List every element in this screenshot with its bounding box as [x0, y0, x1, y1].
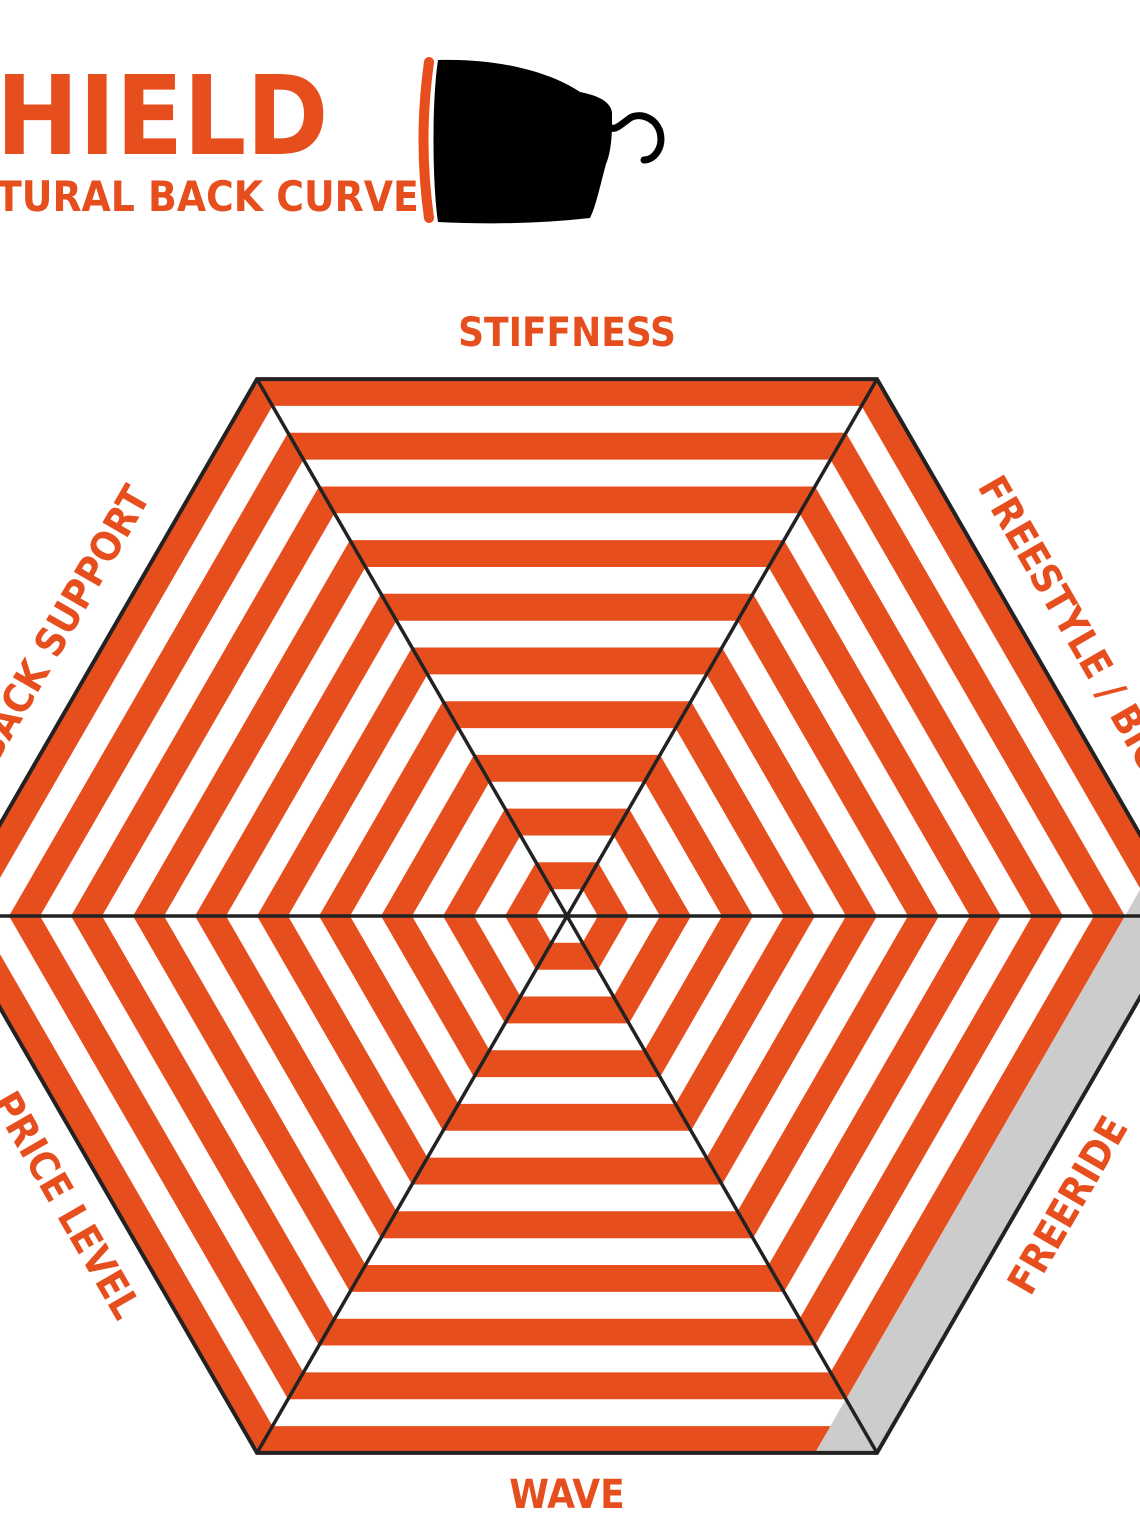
radar-axis-label: WAVE — [509, 1472, 625, 1518]
radar-spoke — [255, 915, 569, 1454]
radar-axis-label: STIFFNESS — [458, 310, 676, 356]
product-subtitle: TURAL BACK CURVE — [0, 172, 419, 221]
radar-spoke — [565, 915, 879, 1454]
radar-spoke — [255, 378, 569, 917]
product-title: HIELD — [0, 52, 328, 180]
radar-spoke — [565, 378, 879, 917]
header: HIELD TURAL BACK CURVE — [0, 52, 665, 224]
back-curve-icon — [418, 57, 434, 223]
radar-grid — [0, 377, 1140, 1455]
vest-silhouette-icon — [433, 59, 665, 224]
